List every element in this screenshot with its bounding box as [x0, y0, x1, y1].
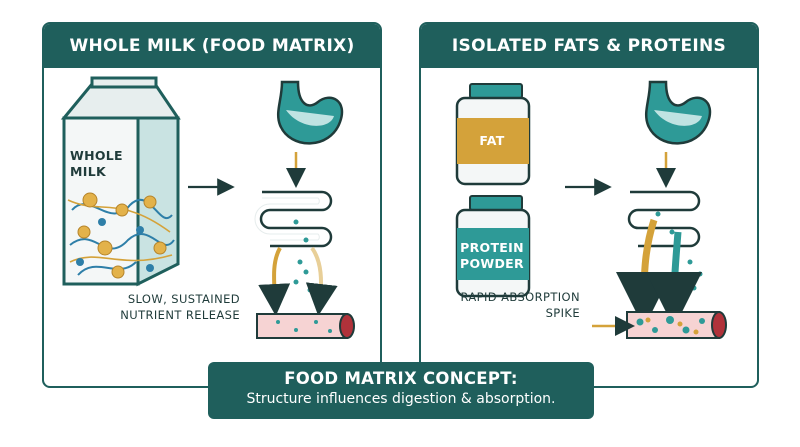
rapid-absorption-label: RAPID ABSORPTION SPIKE — [460, 290, 580, 320]
left-blood-vessel-icon — [256, 313, 355, 339]
protein-jar-label: PROTEIN POWDER — [460, 240, 524, 271]
milk-carton-label: WHOLE MILK — [70, 148, 123, 179]
protein-powder-jar-icon — [455, 195, 531, 298]
fat-jar-icon — [455, 83, 531, 186]
slow-release-label: SLOW, SUSTAINED NUTRIENT RELEASE — [120, 292, 240, 322]
fat-jar-label: FAT — [479, 133, 505, 148]
concept-subtitle: Structure influences digestion & absorpt… — [246, 391, 556, 407]
right-blood-vessel-icon — [626, 311, 727, 339]
milk-carton-icon — [60, 76, 181, 287]
concept-title: FOOD MATRIX CONCEPT: — [284, 369, 518, 388]
isolated-nutrients-panel-title: ISOLATED FATS & PROTEINS — [421, 24, 757, 68]
whole-milk-panel-title: WHOLE MILK (FOOD MATRIX) — [44, 24, 380, 68]
left-intestine-icon — [254, 190, 333, 248]
right-intestine-icon — [627, 190, 701, 248]
food-matrix-concept-box: FOOD MATRIX CONCEPT: Structure influence… — [208, 362, 594, 419]
left-stomach-icon — [276, 80, 344, 145]
right-stomach-icon — [644, 80, 712, 145]
